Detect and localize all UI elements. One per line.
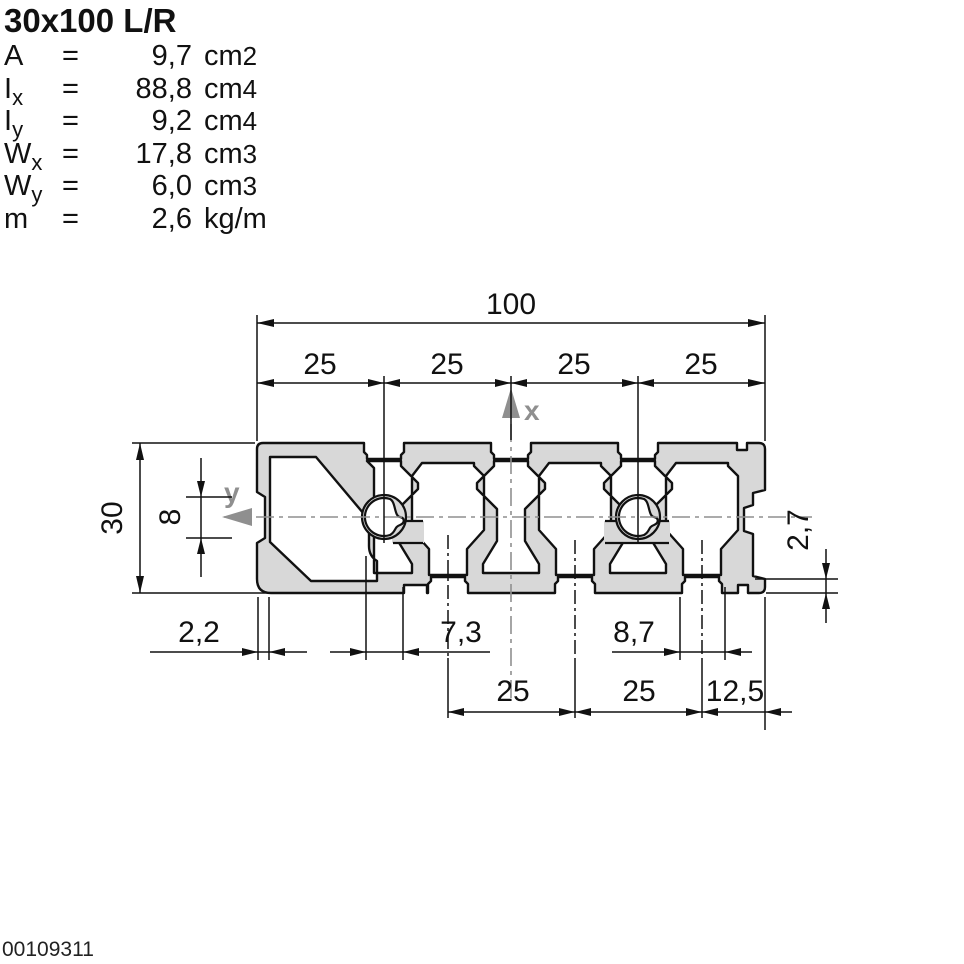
property-symbol: Ix xyxy=(4,72,24,110)
property-symbol: m xyxy=(4,202,29,235)
dimension-arrows xyxy=(136,319,830,716)
dim-bottom-pitch-1: 25 xyxy=(496,675,529,708)
axes xyxy=(224,392,812,700)
property-value: 17,8 xyxy=(135,137,192,170)
property-value: 6,0 xyxy=(151,170,192,202)
property-value: 9,7 xyxy=(151,40,192,72)
property-unit: cm3 xyxy=(204,170,258,202)
dim-height: 30 xyxy=(96,501,129,534)
property-unit: cm2 xyxy=(204,40,258,72)
dim-total-width: 100 xyxy=(486,288,536,321)
property-symbol: A xyxy=(4,40,24,72)
property-value: 88,8 xyxy=(135,72,192,105)
equals-sign: = xyxy=(62,202,79,235)
property-unit: cm4 xyxy=(204,105,258,137)
property-row-area: A = 9,7 cm2 xyxy=(4,40,267,73)
property-row-m: m = 2,6 kg/m xyxy=(4,203,267,236)
dim-side-slot: 8 xyxy=(154,509,187,526)
equals-sign: = xyxy=(62,72,79,105)
property-row-ix: Ix = 88,8 cm4 xyxy=(4,72,267,110)
equals-sign: = xyxy=(62,170,79,202)
dim-wall-thickness: 2,2 xyxy=(178,616,220,649)
dim-top-pitch-1: 25 xyxy=(303,348,336,381)
dim-web-right: 8,7 xyxy=(613,616,655,649)
property-symbol: Iy xyxy=(4,105,24,142)
property-row-iy: Iy = 9,2 cm4 xyxy=(4,105,267,142)
y-axis-label: y xyxy=(224,477,240,508)
dim-top-pitch-4: 25 xyxy=(684,348,717,381)
dim-top-pitch-2: 25 xyxy=(430,348,463,381)
property-unit: cm4 xyxy=(204,72,258,105)
property-unit: cm3 xyxy=(204,137,258,170)
property-row-wx: Wx = 17,8 cm3 xyxy=(4,137,267,175)
equals-sign: = xyxy=(62,137,79,170)
dim-bottom-pitch-2: 25 xyxy=(622,675,655,708)
y-axis-arrow xyxy=(222,508,252,526)
dim-web-left: 7,3 xyxy=(440,616,482,649)
x-axis-label: x xyxy=(524,395,540,426)
dim-top-pitch-3: 25 xyxy=(557,348,590,381)
document-number: 00109311 xyxy=(2,938,94,961)
property-symbol: Wy xyxy=(4,170,43,207)
equals-sign: = xyxy=(62,40,79,72)
property-symbol: Wx xyxy=(4,137,43,175)
dim-right-lip: 2,7 xyxy=(782,509,815,551)
property-unit: kg/m xyxy=(204,202,267,235)
property-value: 2,6 xyxy=(151,202,192,235)
profile-title: 30x100 L/R xyxy=(4,2,177,39)
dim-bottom-edge: 12,5 xyxy=(706,675,764,708)
equals-sign: = xyxy=(62,105,79,137)
title-block: 30x100 L/R A = 9,7 cm2 Ix = 88,8 cm4 Iy … xyxy=(4,2,267,235)
property-value: 9,2 xyxy=(151,105,192,137)
property-row-wy: Wy = 6,0 cm3 xyxy=(4,170,267,207)
